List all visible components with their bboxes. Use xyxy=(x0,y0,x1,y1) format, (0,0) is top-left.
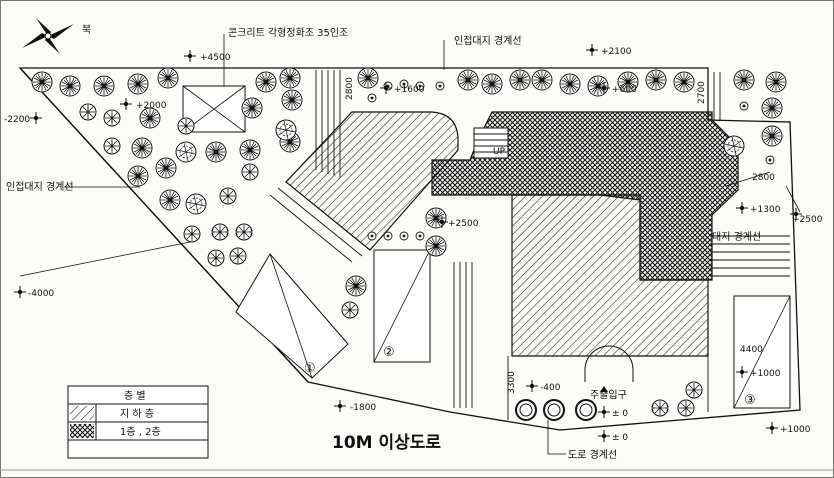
elev-2000: +2000 xyxy=(136,101,167,111)
legend-row-basement: 지 하 층 xyxy=(120,407,154,420)
building-main xyxy=(511,194,709,357)
parking-space-1 xyxy=(235,253,349,379)
elev-minus-1800: -1800 xyxy=(350,403,376,413)
elev-1600: +1600 xyxy=(394,85,425,95)
road-title: 10M 이상도로 xyxy=(332,433,441,453)
legend-swatch-floor12 xyxy=(70,424,94,438)
elev-2100: +2100 xyxy=(601,47,632,57)
elev-minus-4000: -4000 xyxy=(28,289,54,299)
entrance-trees xyxy=(515,399,597,421)
north-label: 북 xyxy=(82,24,91,36)
building-wing-west xyxy=(285,111,459,251)
elev-2500-a: +2500 xyxy=(448,219,479,229)
dim-2700: 2700 xyxy=(697,81,707,104)
elev-1300: +1300 xyxy=(750,205,781,215)
dim-2800-b: 2800 xyxy=(752,173,775,183)
elev-zero-a: ± 0 xyxy=(612,409,628,419)
parking-number-2: ② xyxy=(383,345,395,360)
stair-tag: UP xyxy=(493,147,506,157)
legend xyxy=(67,385,209,459)
parking-space-2 xyxy=(373,249,431,363)
parking-number-3: ③ xyxy=(744,393,756,408)
dim-3300: 3300 xyxy=(507,371,517,394)
boundary-right-label: 대지 경계선 xyxy=(712,230,761,243)
elev-1000-a: +1000 xyxy=(750,369,781,379)
parking-number-1: ① xyxy=(304,361,316,376)
legend-header: 층 별 xyxy=(124,390,146,402)
elev-zero-b: ± 0 xyxy=(612,433,628,443)
elev-4500: +4500 xyxy=(200,53,231,63)
north-arrow-icon xyxy=(22,18,74,54)
legend-swatch-basement xyxy=(70,406,94,420)
entrance-arrow-icon xyxy=(600,386,608,392)
elev-2500-b: +2500 xyxy=(792,215,823,225)
elev-minus-2200: -2200 xyxy=(4,115,30,125)
boundary-bottom-label: 도로 경계선 xyxy=(568,448,617,461)
dim-2800: 2800 xyxy=(345,77,355,100)
legend-row-floor12: 1층 , 2층 xyxy=(120,426,161,438)
main-entrance-label: 주출입구 xyxy=(590,388,627,401)
boundary-top-label: 인접대지 경계선 xyxy=(454,34,522,47)
entrance-canopy xyxy=(584,345,634,382)
parking-space-3 xyxy=(733,295,791,409)
leader-lines xyxy=(19,40,801,455)
elev-1000-b: +1000 xyxy=(780,425,811,435)
dim-4400: 4400 xyxy=(740,345,763,355)
connecting-stair xyxy=(473,127,509,159)
elev-600: +600 xyxy=(612,85,637,95)
boundary-left-label: 인접대지 경계선 xyxy=(6,180,74,193)
elev-minus-400: -400 xyxy=(540,383,561,393)
septic-tank-label: 콘크리트 각형정화조 35인조 xyxy=(228,27,348,39)
